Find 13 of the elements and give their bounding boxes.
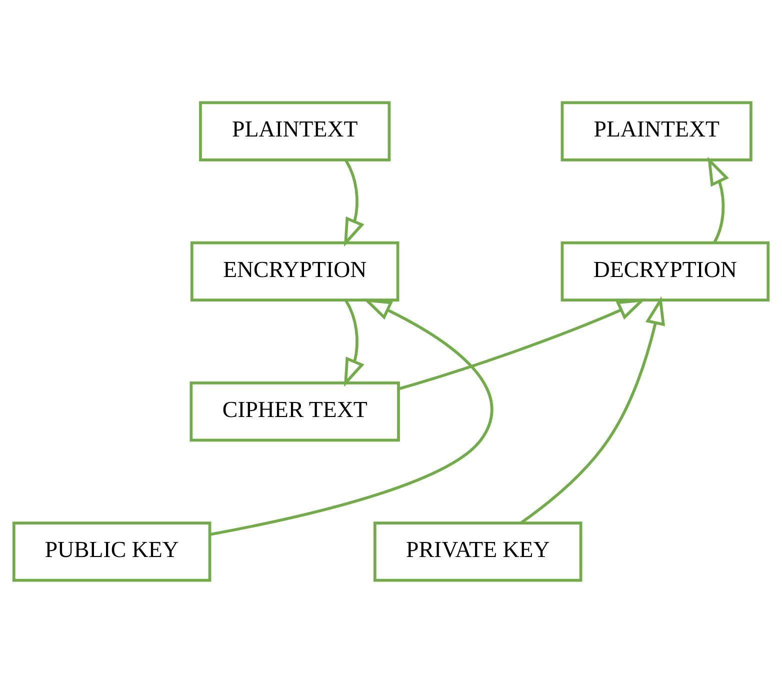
node-box: PRIVATE KEY: [373, 521, 582, 582]
arrow: [708, 156, 729, 243]
node-box: PLAINTEXT: [199, 100, 391, 161]
arrow: [210, 298, 493, 536]
arrow: [344, 299, 364, 386]
arrow: [520, 296, 666, 524]
node-box: CIPHER TEXT: [190, 381, 400, 442]
node-box: PUBLIC KEY: [12, 521, 212, 582]
arrow: [344, 159, 364, 246]
arrow: [398, 298, 646, 390]
node-box: DECRYPTION: [560, 240, 770, 301]
node-box: PLAINTEXT: [560, 100, 752, 161]
node-box: ENCRYPTION: [190, 240, 400, 301]
